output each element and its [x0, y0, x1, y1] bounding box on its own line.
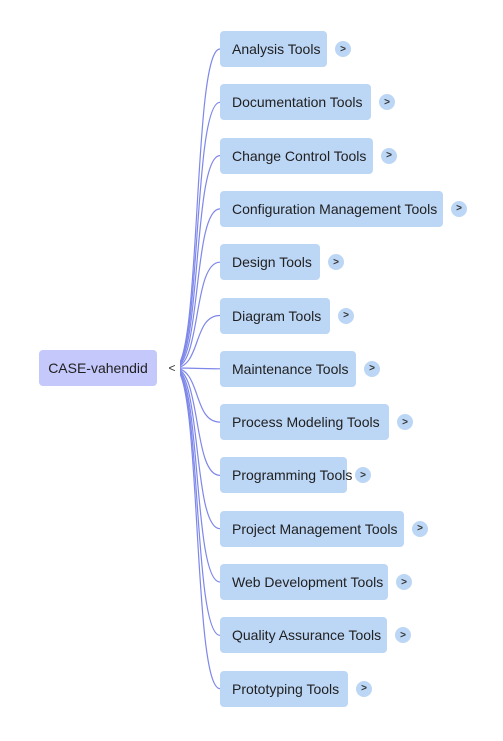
expand-toggle-process-modeling-tools[interactable]: > — [397, 414, 413, 431]
child-node-prototyping-tools[interactable]: Prototyping Tools — [220, 670, 348, 707]
root-node[interactable]: CASE-vahendid — [39, 350, 157, 386]
child-node-documentation-tools[interactable]: Documentation Tools — [220, 84, 371, 121]
connector-diagram-tools — [173, 314, 221, 369]
connector-configuration-management-tools — [173, 208, 221, 369]
expand-toggle-quality-assurance-tools[interactable]: > — [395, 627, 411, 644]
connector-prototyping-tools — [173, 367, 221, 690]
child-node-project-management-tools[interactable]: Project Management Tools — [220, 510, 404, 547]
connector-design-tools — [173, 261, 221, 369]
connector-change-control-tools — [173, 155, 221, 369]
expand-toggle-diagram-tools[interactable]: > — [338, 307, 354, 324]
expand-toggle-configuration-management-tools[interactable]: > — [451, 200, 467, 217]
connector-analysis-tools — [173, 48, 221, 369]
child-node-analysis-tools[interactable]: Analysis Tools — [220, 31, 327, 67]
expand-toggle-change-control-tools[interactable]: > — [381, 147, 397, 164]
connector-web-development-tools — [173, 367, 221, 583]
expand-toggle-maintenance-tools[interactable]: > — [364, 360, 380, 377]
expand-toggle-documentation-tools[interactable]: > — [379, 94, 395, 111]
connector-programming-tools — [173, 367, 221, 476]
connector-process-modeling-tools — [173, 367, 221, 423]
expand-toggle-web-development-tools[interactable]: > — [396, 574, 412, 590]
expand-toggle-analysis-tools[interactable]: > — [335, 41, 351, 57]
collapse-toggle-button[interactable]: < — [164, 359, 180, 377]
child-node-diagram-tools[interactable]: Diagram Tools — [220, 297, 330, 334]
expand-toggle-design-tools[interactable]: > — [328, 254, 344, 271]
connector-maintenance-tools — [173, 367, 221, 370]
child-node-maintenance-tools[interactable]: Maintenance Tools — [220, 350, 356, 387]
connector-project-management-tools — [173, 367, 221, 530]
connector-quality-assurance-tools — [173, 367, 221, 636]
child-node-programming-tools[interactable]: Programming Tools — [220, 457, 352, 494]
expand-toggle-programming-tools[interactable]: > — [355, 467, 371, 484]
expand-toggle-project-management-tools[interactable]: > — [412, 520, 428, 537]
child-node-quality-assurance-tools[interactable]: Quality Assurance Tools — [220, 617, 387, 654]
expand-toggle-prototyping-tools[interactable]: > — [356, 680, 372, 697]
connector-documentation-tools — [173, 101, 221, 369]
child-node-web-development-tools[interactable]: Web Development Tools — [220, 564, 388, 600]
child-node-process-modeling-tools[interactable]: Process Modeling Tools — [220, 404, 389, 441]
child-node-design-tools[interactable]: Design Tools — [220, 244, 320, 281]
child-node-change-control-tools[interactable]: Change Control Tools — [220, 137, 373, 174]
child-node-configuration-management-tools[interactable]: Configuration Management Tools — [220, 190, 443, 227]
